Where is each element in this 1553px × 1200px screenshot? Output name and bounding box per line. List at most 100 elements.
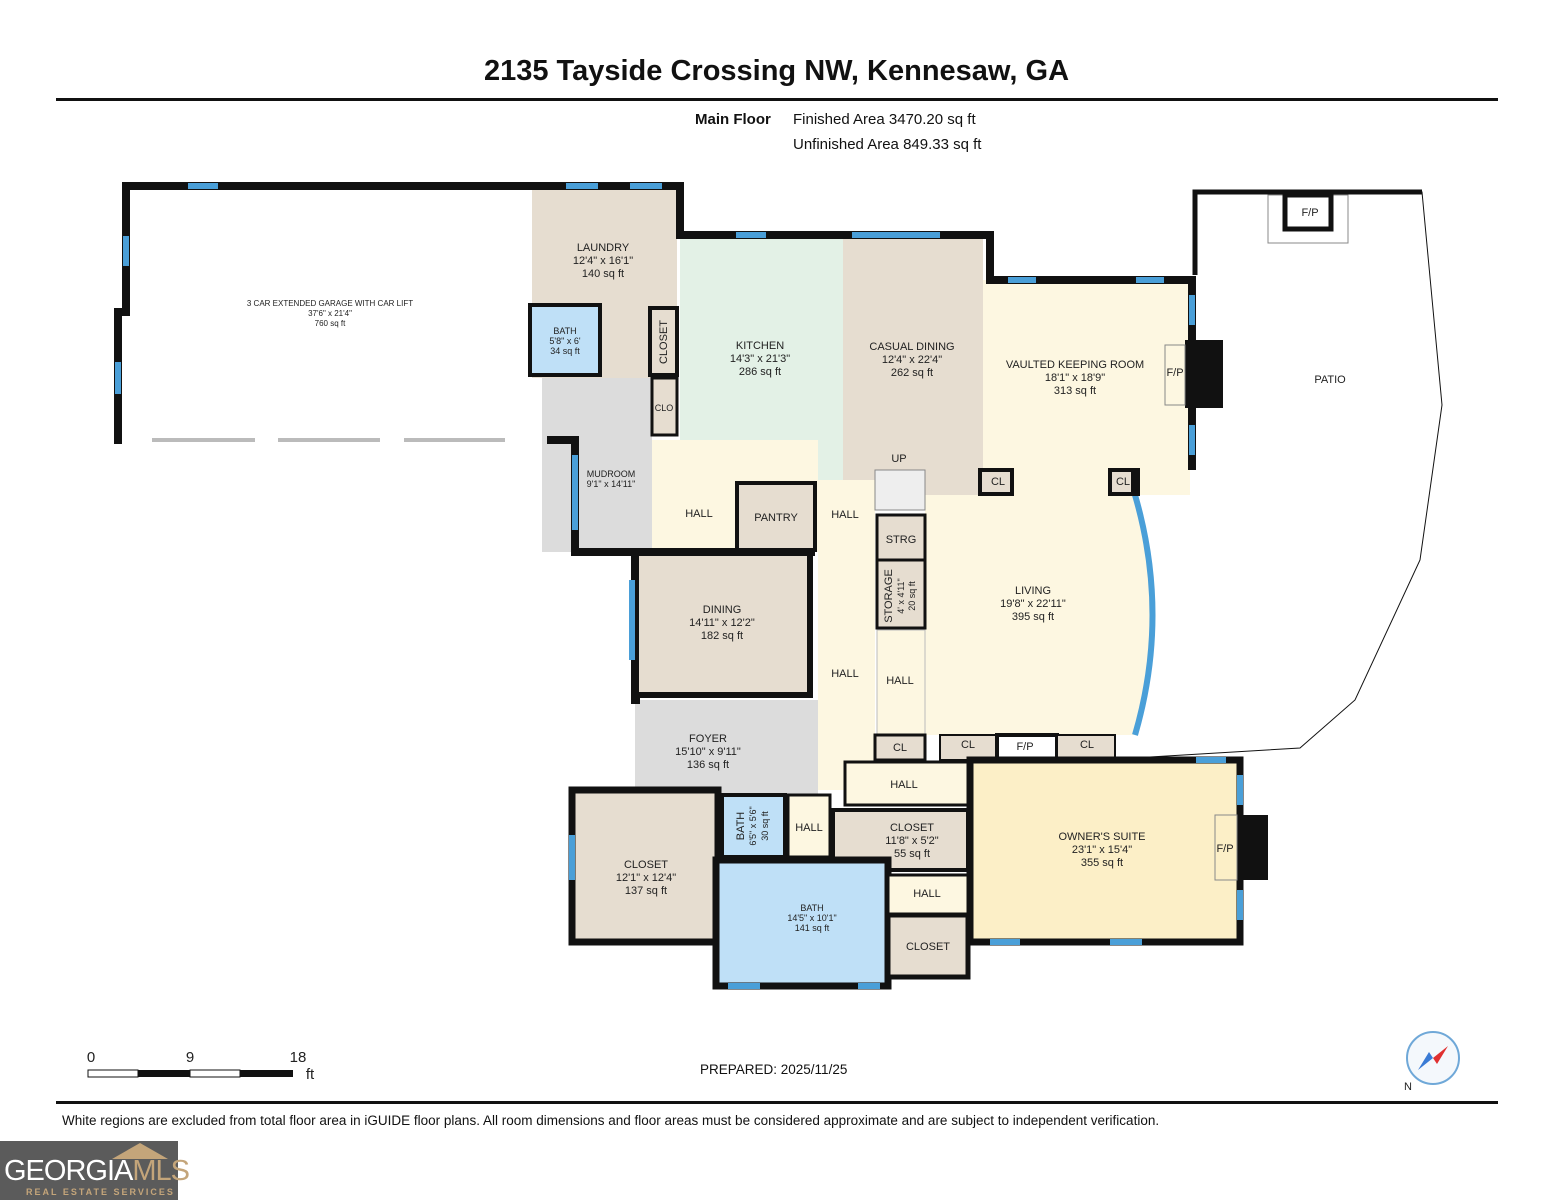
storage-dims: 4' x 4'11" — [896, 578, 906, 614]
casual-dining-area: 262 sq ft — [891, 367, 933, 379]
scale-bar: 0 9 18 ft — [87, 1049, 315, 1083]
mudroom-name: MUDROOM — [587, 469, 636, 479]
room-hall-suite — [843, 760, 972, 807]
living-dims: 19'8" x 22'11" — [1000, 598, 1066, 610]
room-laundry-closet — [648, 306, 679, 377]
scale-tick-0: 0 — [87, 1049, 95, 1066]
stairs[interactable] — [874, 469, 926, 511]
bath-main-name: BATH — [800, 903, 823, 913]
bath-main-dims: 14'5" x 10'1" — [787, 913, 836, 923]
hall-closet-label: HALL — [913, 888, 941, 900]
room-hall-long — [818, 480, 875, 790]
prepared-date: PREPARED: 2025/11/25 — [700, 1062, 848, 1077]
cl-1-label: CL — [893, 742, 907, 754]
casual-dining-name: CASUAL DINING — [869, 341, 954, 353]
owners-suite-dims: 23'1" x 15'4" — [1072, 844, 1132, 856]
keeping-area: 313 sq ft — [1054, 385, 1096, 397]
laundry-area: 140 sq ft — [582, 268, 624, 280]
scale-tick-18: 18 — [290, 1049, 307, 1066]
page-title: 2135 Tayside Crossing NW, Kennesaw, GA — [483, 55, 1070, 87]
cl-2-label: CL — [961, 739, 975, 751]
room-kitchen — [680, 235, 843, 480]
bath-half-area: 30 sq ft — [760, 811, 770, 841]
living-area: 395 sq ft — [1012, 611, 1054, 623]
keeping-hearth — [1164, 344, 1186, 406]
living-name: LIVING — [1015, 585, 1051, 597]
room-mudroom — [542, 378, 652, 552]
owners-suite-area: 355 sq ft — [1081, 857, 1123, 869]
kitchen-dims: 14'3" x 21'3" — [730, 353, 790, 365]
patio-label: PATIO — [1314, 374, 1346, 386]
compass-icon: N — [1404, 1031, 1460, 1093]
closet-mid-area: 55 sq ft — [894, 848, 930, 860]
room-keeping — [983, 280, 1190, 495]
hall-north-label: HALL — [685, 508, 713, 520]
room-bath-main — [712, 856, 892, 990]
keeping-name: VAULTED KEEPING ROOM — [1006, 359, 1144, 371]
cl-3-label: CL — [1080, 739, 1094, 751]
bath-small-area: 34 sq ft — [550, 346, 580, 356]
room-hall-closet — [886, 873, 970, 917]
room-cl-2 — [939, 734, 998, 761]
cl-keeping-1-label: CL — [991, 476, 1005, 488]
closet-large-name: CLOSET — [624, 859, 668, 871]
room-cl-1 — [873, 733, 927, 762]
stairs-up-label: UP — [891, 453, 906, 465]
mudroom-dims: 9'1" x 14'11" — [587, 479, 636, 489]
floor-name: Main Floor — [695, 111, 771, 128]
room-clo — [650, 376, 679, 437]
closet-mid-name: CLOSET — [890, 822, 934, 834]
room-bath-small — [528, 303, 602, 377]
suite-fp-label: F/P — [1216, 843, 1233, 855]
logo-text-mls: MLS — [132, 1155, 190, 1187]
patio-fireplace — [1282, 192, 1334, 232]
strg-label: STRG — [886, 534, 917, 546]
room-storage — [875, 558, 927, 630]
unfinished-area: Unfinished Area 849.33 sq ft — [793, 136, 982, 153]
room-living — [925, 495, 1150, 735]
logo-roof-icon — [112, 1143, 168, 1159]
dining-area: 182 sq ft — [701, 630, 743, 642]
casual-dining-dims: 12'4" x 22'4" — [882, 354, 942, 366]
foyer-name: FOYER — [689, 733, 727, 745]
storage-area: 20 sq ft — [907, 581, 917, 611]
bath-small-dims: 5'8" x 6' — [549, 336, 580, 346]
disclaimer: White regions are excluded from total fl… — [62, 1113, 1160, 1128]
clo-label: CLO — [655, 403, 674, 413]
pantry-label: PANTRY — [754, 512, 798, 524]
closet-small-label: CLOSET — [906, 941, 950, 953]
suite-hearth — [1214, 814, 1238, 881]
hall-label-2: HALL — [831, 509, 859, 521]
room-hall-small — [876, 629, 926, 736]
hall-bath-label: HALL — [795, 822, 823, 834]
patio-wall — [1192, 189, 1422, 275]
closet-large-dims: 12'1" x 12'4" — [616, 872, 676, 884]
room-closet-small — [885, 912, 971, 980]
closet-large-area: 137 sq ft — [625, 885, 667, 897]
room-pantry — [735, 481, 817, 552]
laundry-name: LAUNDRY — [577, 242, 630, 254]
living-bay-window — [1132, 494, 1156, 736]
suite-chimney — [1240, 815, 1268, 880]
patio-fp-label: F/P — [1301, 207, 1318, 219]
dining-dims: 14'11" x 12'2" — [689, 617, 755, 629]
compass-north-label: N — [1404, 1081, 1412, 1093]
room-garage — [122, 186, 547, 440]
garage-area: 760 sq ft — [315, 319, 346, 328]
laundry-dims: 12'4" x 16'1" — [573, 255, 633, 267]
keeping-fp-label: F/P — [1166, 367, 1183, 379]
room-owners-suite — [966, 756, 1244, 946]
living-fp-label: F/P — [1016, 741, 1033, 753]
kitchen-name: KITCHEN — [736, 340, 784, 352]
garage-dims: 37'6" x 21'4" — [308, 309, 352, 318]
foyer-area: 136 sq ft — [687, 759, 729, 771]
room-casual-dining — [843, 235, 983, 495]
scale-unit: ft — [306, 1066, 315, 1083]
dining-name: DINING — [703, 604, 742, 616]
kitchen-area: 286 sq ft — [739, 366, 781, 378]
bath-half-name: BATH — [735, 812, 747, 841]
room-cl-keeping-1 — [978, 468, 1014, 496]
scale-tick-9: 9 — [186, 1049, 194, 1066]
georgia-mls-logo: GEORGIAMLS REAL ESTATE SERVICES — [0, 1141, 190, 1200]
